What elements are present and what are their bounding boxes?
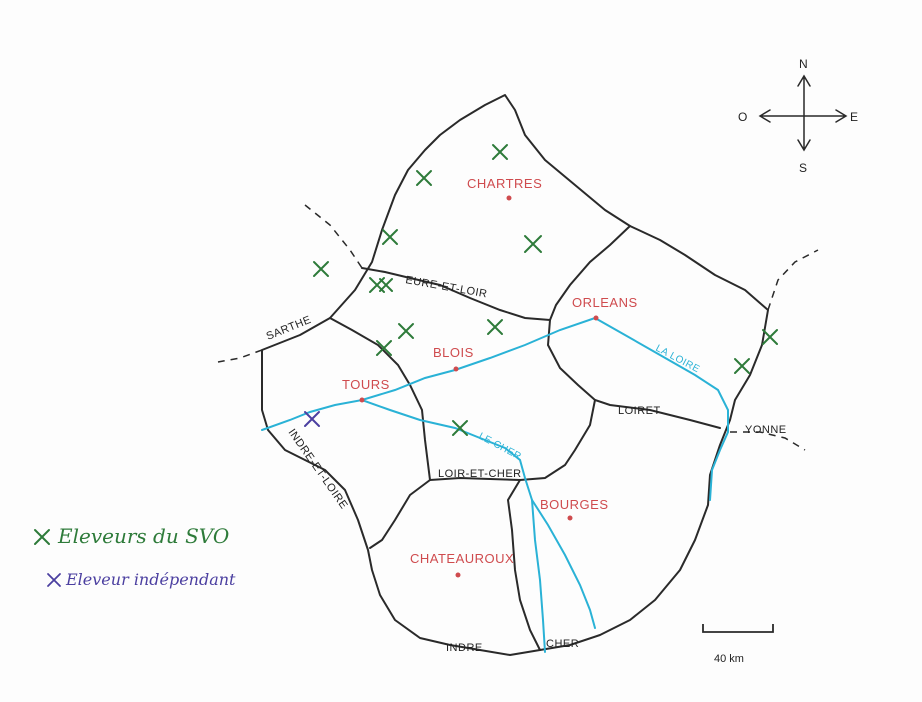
cities: CHARTRES ORLEANS BLOIS TOURS BOURGES CHA… [342, 176, 638, 578]
svo-marker [524, 235, 542, 253]
blois-dot [453, 366, 459, 372]
border-eure-loir-south [361, 267, 551, 321]
legend: Eleveurs du SVO Eleveur indépendant [34, 524, 236, 589]
department-labels: EURE-ET-LOIR SARTHE LOIRET YONNE INDRE-E… [265, 274, 787, 654]
chateauroux-dot [455, 572, 461, 578]
dashed-border-sarthe-west [217, 349, 263, 363]
svo-marker [734, 358, 750, 374]
tours-dot [359, 397, 365, 403]
chateauroux-label: CHATEAUROUX [410, 551, 514, 566]
bourges-label: BOURGES [540, 497, 609, 512]
river-label-cher: LE CHER [477, 431, 524, 463]
orleans-label: ORLEANS [572, 295, 638, 310]
compass-rose [758, 74, 848, 152]
legend-independent-label: Eleveur indépendant [65, 570, 236, 589]
svo-marker [398, 323, 414, 339]
compass-west: O [738, 110, 747, 124]
dept-label-eure-et-loir: EURE-ET-LOIR [404, 274, 488, 300]
svo-marker [487, 319, 503, 335]
blois-label: BLOIS [433, 345, 474, 360]
river-loire [361, 316, 729, 501]
dashed-border-sarthe-north [304, 204, 363, 269]
orleans-dot [593, 315, 599, 321]
border-indre-loire-indre [369, 479, 431, 549]
dept-label-loiret: LOIRET [618, 405, 661, 417]
svo-marker [313, 261, 329, 277]
region-outer-border [261, 94, 769, 656]
legend-svo-label: Eleveurs du SVO [57, 524, 229, 548]
dept-label-indre-et-loire: INDRE-ET-LOIRE [286, 427, 350, 512]
border-loir-cher-indre [429, 476, 521, 481]
dashed-border-yonne-south [730, 431, 806, 451]
svo-marker [379, 278, 393, 292]
border-indre-cher [506, 479, 541, 651]
border-loir-cher-west [329, 317, 431, 481]
svo-marker [382, 229, 398, 245]
compass-north: N [799, 57, 808, 71]
river-label-loire: LA LOIRE [654, 343, 702, 375]
compass-vertical-arrow [797, 74, 811, 152]
tours-label: TOURS [342, 377, 390, 392]
legend-independent-marker [47, 573, 61, 587]
svo-marker [376, 340, 392, 356]
dept-label-indre: INDRE [446, 642, 483, 654]
bourges-dot [567, 515, 573, 521]
svo-marker [492, 144, 508, 160]
border-eure-loir-loiret [549, 225, 631, 321]
internal-borders [329, 225, 721, 651]
rivers [261, 316, 729, 653]
svo-breeder-markers [313, 144, 778, 436]
dept-label-loir-et-cher: LOIR-ET-CHER [438, 468, 522, 480]
dept-label-yonne: YONNE [745, 424, 787, 436]
river-cher-branch [531, 499, 546, 653]
svo-marker [452, 420, 468, 436]
compass-south: S [799, 161, 807, 175]
river-labels: LA LOIRE LE CHER [477, 343, 702, 463]
svo-marker [416, 170, 432, 186]
compass-horizontal-arrow [758, 109, 848, 123]
scale-label: 40 km [714, 653, 744, 665]
dashed-border-yonne-north [767, 249, 819, 311]
chartres-label: CHARTRES [467, 176, 542, 191]
river-cher [261, 398, 596, 629]
border-loir-cher-cher [519, 399, 596, 481]
neighbour-borders [217, 204, 819, 451]
svo-marker [762, 329, 778, 345]
legend-svo-marker [34, 529, 50, 545]
dept-label-cher: CHER [546, 638, 579, 650]
independent-breeder-marker [304, 411, 320, 427]
scale-bar [702, 624, 774, 633]
compass-east: E [850, 110, 858, 124]
chartres-dot [506, 195, 512, 201]
